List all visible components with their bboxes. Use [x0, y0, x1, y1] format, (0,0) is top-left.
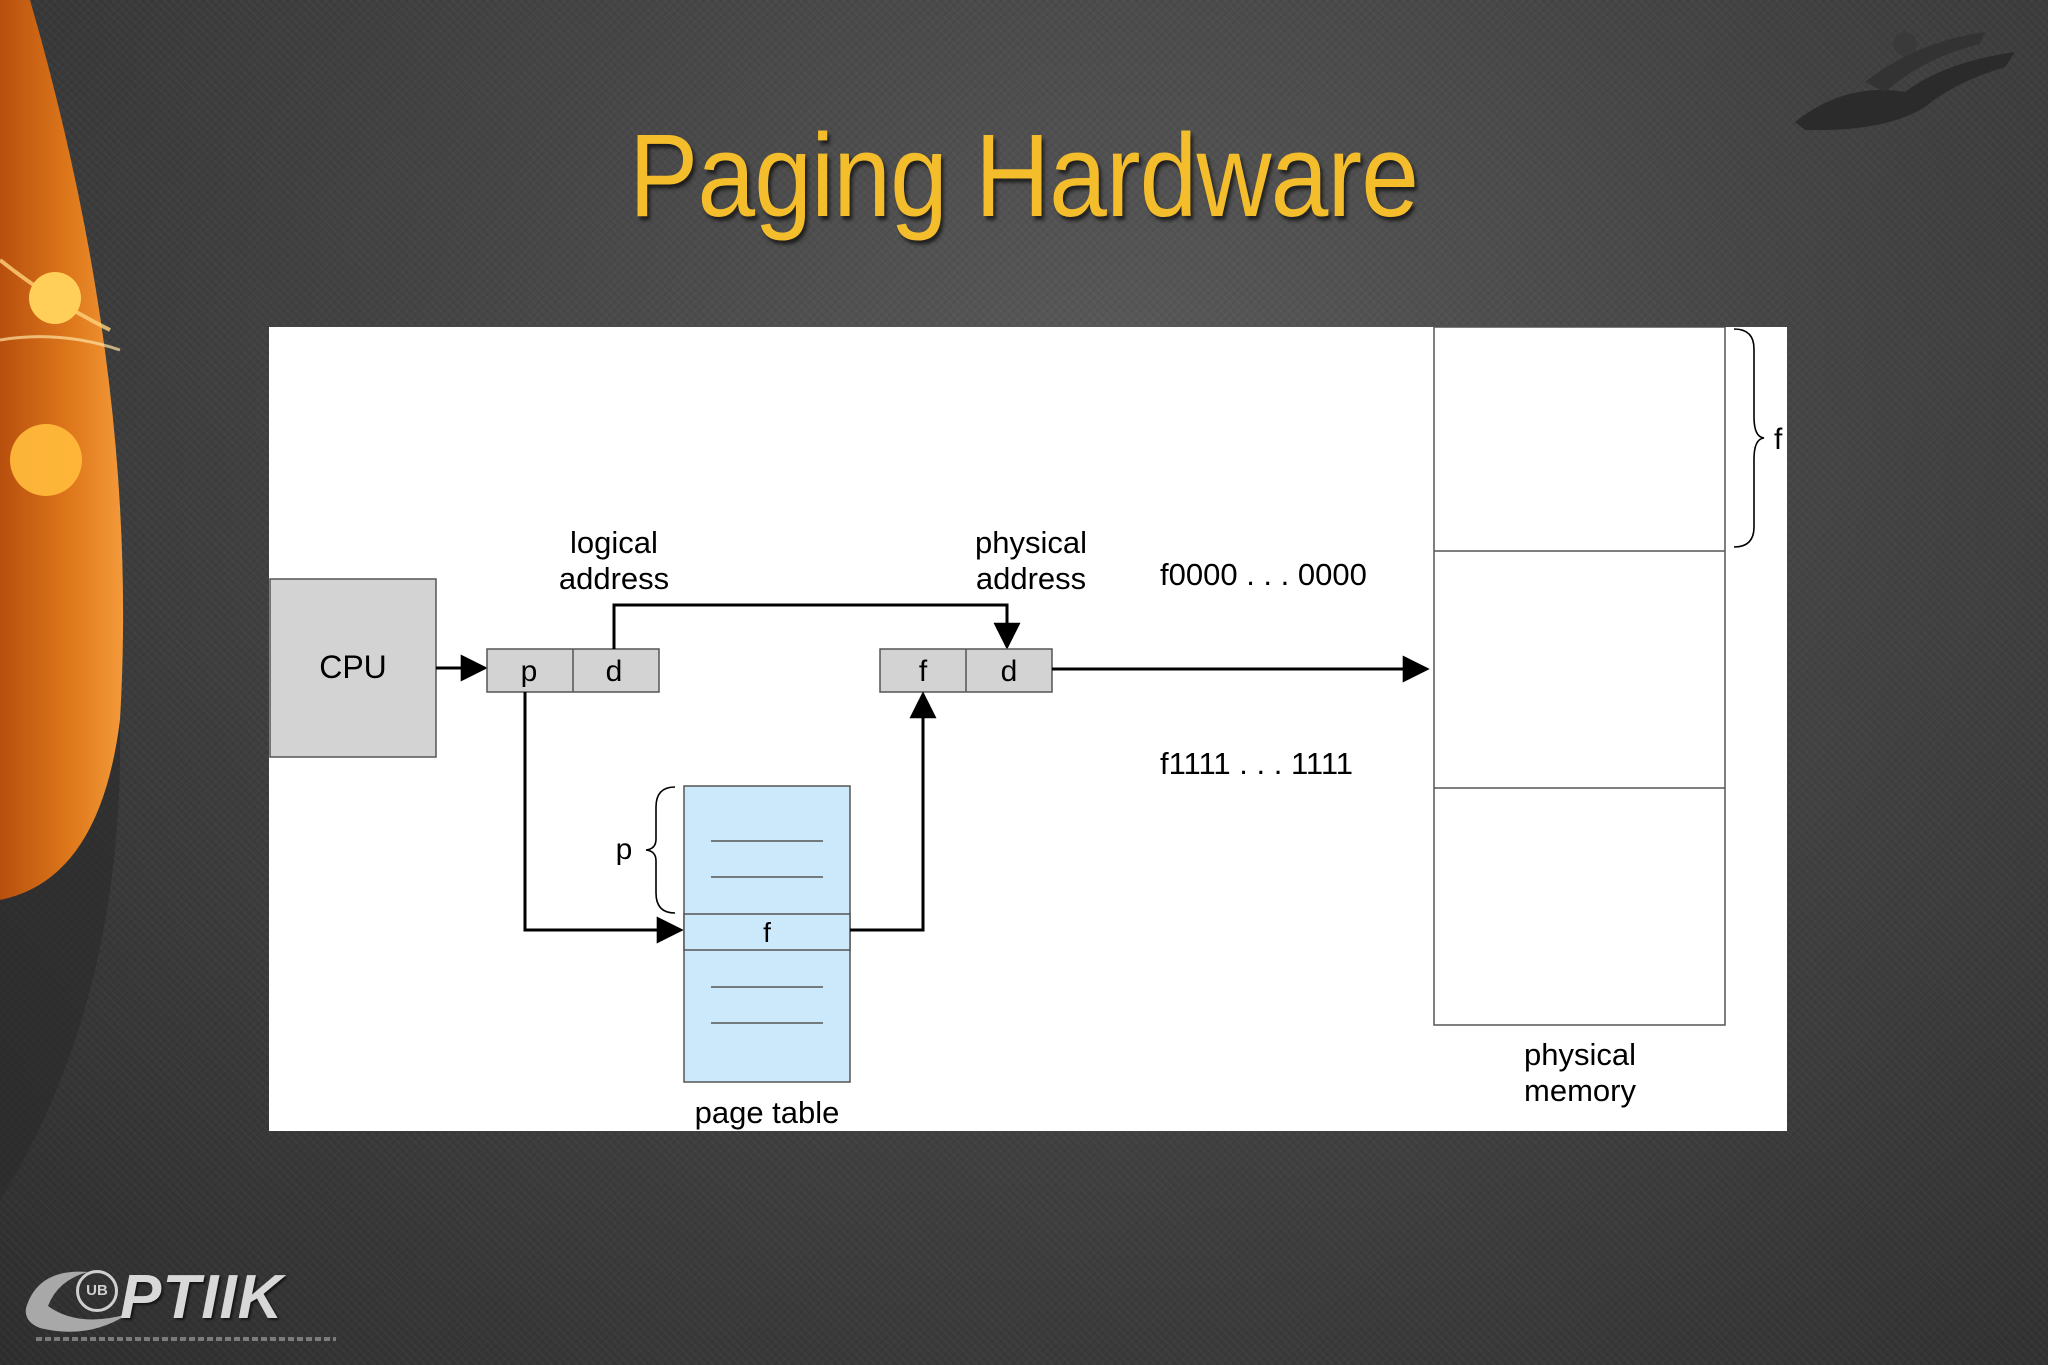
glow-orb-icon	[10, 424, 82, 496]
page-table-entry-f: f	[763, 917, 771, 948]
page-table-selected-entry	[683, 913, 851, 951]
page-number-p-path	[523, 692, 684, 944]
orange-swoosh-decoration	[0, 0, 124, 1200]
cpu-box	[269, 578, 437, 758]
frame-end-address: f1111 . . . 1111	[1160, 746, 1353, 781]
page-index-brace	[645, 786, 676, 914]
footer-swirl-icon	[25, 1271, 128, 1332]
physical-address-label-line1: physical	[975, 525, 1087, 560]
footer-logo-text: PTIIK	[120, 1263, 284, 1332]
glow-orb-icon	[29, 272, 81, 324]
frame-start-address: f0000 . . . 0000	[1160, 557, 1367, 592]
physical-d-label: d	[1001, 655, 1018, 688]
paging-diagram-panel: CPU p d logical address f d physical add…	[269, 327, 1787, 1131]
logical-address-label-line1: logical	[570, 525, 658, 560]
offset-d-path	[612, 603, 1021, 650]
logical-d-label: d	[606, 655, 623, 688]
logical-p-label: p	[521, 655, 538, 688]
physical-f-label: f	[919, 655, 928, 688]
physical-memory-label-line2: memory	[1524, 1073, 1636, 1108]
university-emblem-icon	[1795, 32, 2015, 131]
logical-address-label-line2: address	[559, 561, 669, 596]
page-index-p-label: p	[616, 833, 633, 866]
physical-memory-label-line1: physical	[1524, 1037, 1636, 1072]
footer-tagline-decoration	[36, 1337, 336, 1341]
cpu-label: CPU	[319, 649, 387, 685]
page-table-label: page table	[695, 1095, 840, 1130]
physical-address-label-line2: address	[976, 561, 1086, 596]
slide-title: Paging Hardware	[628, 110, 1419, 242]
footer-ub-badge: UB	[76, 1270, 118, 1312]
paging-diagram: CPU p d logical address f d physical add…	[269, 327, 1783, 1130]
frame-brace-f-label: f	[1774, 423, 1783, 456]
physical-memory	[1433, 327, 1726, 1026]
frame-number-f-path	[850, 691, 937, 932]
frame-brace	[1733, 328, 1765, 548]
